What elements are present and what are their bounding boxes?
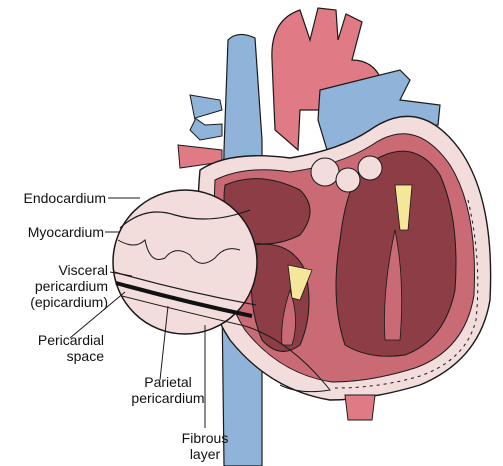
papillary-muscle-left	[384, 229, 403, 341]
label-fibrous-layer: Fibrous layer	[170, 430, 240, 462]
inset-visceral-layer	[113, 271, 257, 306]
inferior-vessel	[344, 394, 376, 421]
label-visceral-line2: pericardium	[34, 278, 108, 294]
label-parietal-line2: pericardium	[131, 390, 205, 406]
label-parietal-pericardium: Parietal pericardium	[118, 374, 218, 406]
aortic-valve	[310, 155, 383, 193]
mitral-valve	[394, 184, 413, 231]
label-myocardium: Myocardium	[27, 224, 104, 240]
pulmonary-veins-left	[189, 94, 223, 141]
label-pericardial-line2: space	[66, 348, 104, 364]
label-endocardium: Endocardium	[23, 190, 107, 206]
label-pericardial-line1: Pericardial	[37, 332, 104, 348]
leader-lines	[69, 197, 206, 428]
label-fibrous-line2: layer	[189, 446, 221, 462]
label-visceral-line3: (epicardium)	[30, 294, 108, 310]
pulmonary-artery	[317, 69, 441, 161]
inset-pericardial-layer-dark	[115, 281, 253, 318]
label-visceral-line1: Visceral	[58, 262, 108, 278]
label-pericardial-space: Pericardial space	[0, 332, 104, 364]
inset-endocardium	[119, 209, 251, 229]
label-parietal-line1: Parietal	[144, 374, 192, 390]
inset-connector	[244, 325, 331, 393]
papillary-muscle-right	[281, 288, 296, 346]
label-fibrous-line1: Fibrous	[181, 430, 229, 446]
tricuspid-valve	[287, 264, 313, 301]
inset-myocardium-wave	[117, 238, 241, 264]
inset-parietal-layer	[121, 295, 246, 327]
label-visceral-pericardium: Visceral pericardium (epicardium)	[0, 262, 108, 310]
